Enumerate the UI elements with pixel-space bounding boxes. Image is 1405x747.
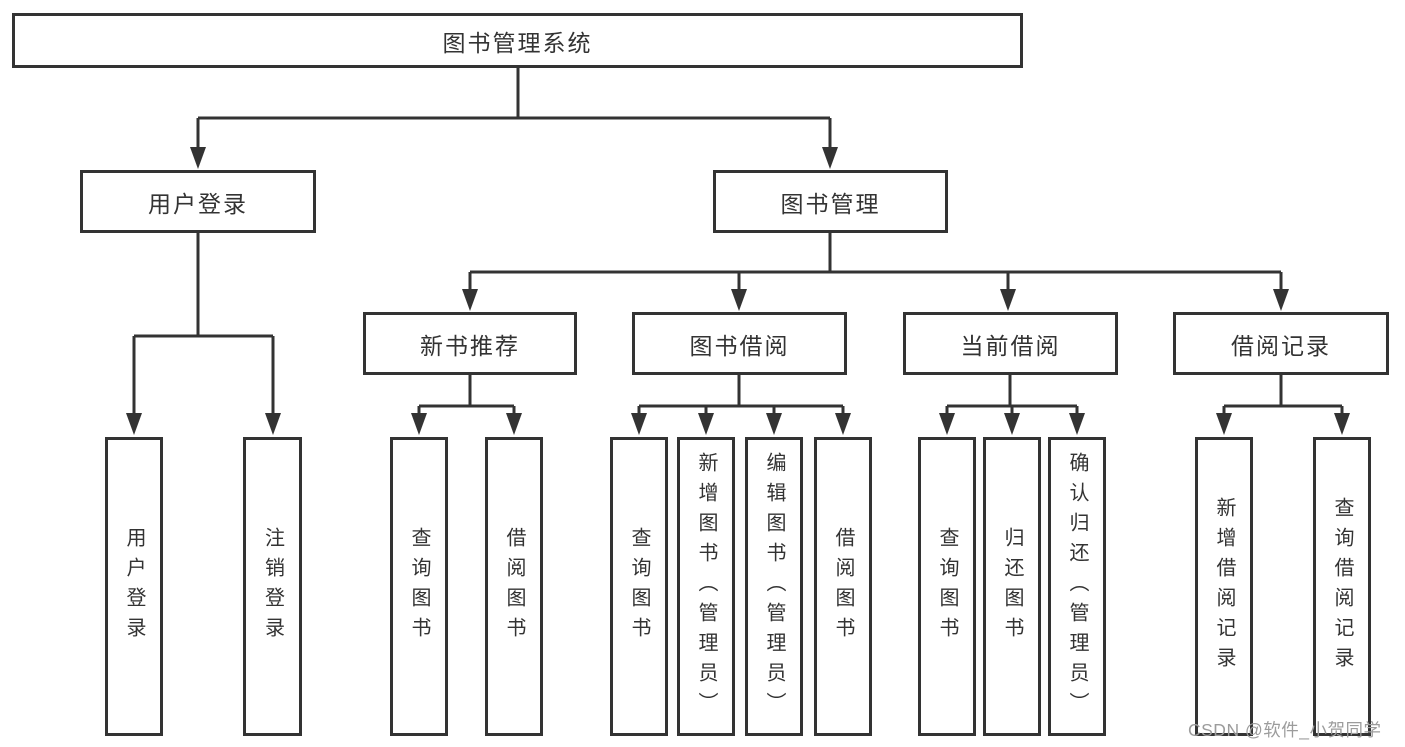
arrowhead-icons [126, 147, 1350, 435]
arrow-down-icon [462, 289, 478, 311]
leaf-confirm-return-admin-label: 确认归还（管理员） [1066, 451, 1088, 722]
arrow-down-icon [939, 413, 955, 435]
arrow-down-icon [631, 413, 647, 435]
leaf-query-books-borrow-label: 查询图书 [628, 526, 650, 647]
arrow-down-icon [698, 413, 714, 435]
node-root-label: 图书管理系统 [442, 29, 593, 56]
node-book-mgmt: 图书管理 [713, 170, 948, 233]
connector-new-book-rec-children [417, 375, 516, 416]
leaf-borrow-books-2-label: 借阅图书 [832, 526, 854, 647]
arrow-down-icon [1216, 413, 1232, 435]
node-new-book-rec: 新书推荐 [363, 312, 577, 375]
leaf-confirm-return-admin: 确认归还（管理员） [1048, 437, 1106, 736]
leaf-logout: 注销登录 [243, 437, 302, 736]
node-book-mgmt-label: 图书管理 [780, 190, 881, 217]
leaf-add-book-admin: 新增图书（管理员） [677, 437, 735, 736]
arrow-down-icon [731, 289, 747, 311]
leaf-return-book-label: 归还图书 [1001, 526, 1023, 647]
leaf-query-books-rec: 查询图书 [390, 437, 448, 736]
leaf-add-borrow-record-label: 新增借阅记录 [1213, 496, 1235, 677]
connector-root-to-level2 [196, 68, 832, 150]
arrow-down-icon [766, 413, 782, 435]
leaf-return-book: 归还图书 [983, 437, 1041, 736]
connector-book-mgmt-children [468, 233, 1283, 292]
leaf-query-books-current-label: 查询图书 [936, 526, 958, 647]
node-borrow-records-label: 借阅记录 [1231, 332, 1331, 359]
arrow-down-icon [1273, 289, 1289, 311]
leaf-borrow-books-2: 借阅图书 [814, 437, 872, 736]
leaf-borrow-books-rec: 借阅图书 [485, 437, 543, 736]
node-borrow-records: 借阅记录 [1173, 312, 1389, 375]
arrow-down-icon [126, 413, 142, 435]
node-current-borrow-label: 当前借阅 [960, 332, 1061, 359]
leaf-user-login: 用户登录 [105, 437, 163, 736]
arrow-down-icon [1004, 413, 1020, 435]
leaf-query-borrow-record-label: 查询借阅记录 [1331, 496, 1353, 677]
node-root: 图书管理系统 [12, 13, 1023, 68]
connector-user-login-children [132, 233, 275, 416]
leaf-edit-book-admin-label: 编辑图书（管理员） [763, 451, 785, 722]
connector-current-borrow-children [945, 375, 1079, 416]
node-book-borrow-label: 图书借阅 [689, 332, 790, 359]
leaf-query-books-current: 查询图书 [918, 437, 976, 736]
connector-borrow-records-children [1222, 375, 1344, 416]
node-current-borrow: 当前借阅 [903, 312, 1118, 375]
arrow-down-icon [265, 413, 281, 435]
arrow-down-icon [506, 413, 522, 435]
leaf-edit-book-admin: 编辑图书（管理员） [745, 437, 803, 736]
leaf-query-borrow-record: 查询借阅记录 [1313, 437, 1371, 736]
arrow-down-icon [1069, 413, 1085, 435]
leaf-query-books-borrow: 查询图书 [610, 437, 668, 736]
arrow-down-icon [411, 413, 427, 435]
csdn-watermark: CSDN @软件_小贺同学 [1188, 720, 1382, 740]
arrow-down-icon [822, 147, 838, 169]
leaf-add-borrow-record: 新增借阅记录 [1195, 437, 1253, 736]
node-book-borrow: 图书借阅 [632, 312, 847, 375]
leaf-query-books-rec-label: 查询图书 [408, 526, 430, 647]
arrow-down-icon [190, 147, 206, 169]
arrow-down-icon [1334, 413, 1350, 435]
leaf-add-book-admin-label: 新增图书（管理员） [695, 451, 717, 722]
arrow-down-icon [1000, 289, 1016, 311]
leaf-borrow-books-rec-label: 借阅图书 [503, 526, 525, 647]
connector-book-borrow-children [637, 375, 845, 416]
node-user-login-label: 用户登录 [148, 190, 248, 217]
arrow-down-icon [835, 413, 851, 435]
leaf-user-login-label: 用户登录 [123, 526, 145, 647]
node-new-book-rec-label: 新书推荐 [420, 332, 520, 359]
node-user-login: 用户登录 [80, 170, 316, 233]
connector-paths [132, 68, 1344, 416]
leaf-logout-label: 注销登录 [261, 526, 284, 647]
